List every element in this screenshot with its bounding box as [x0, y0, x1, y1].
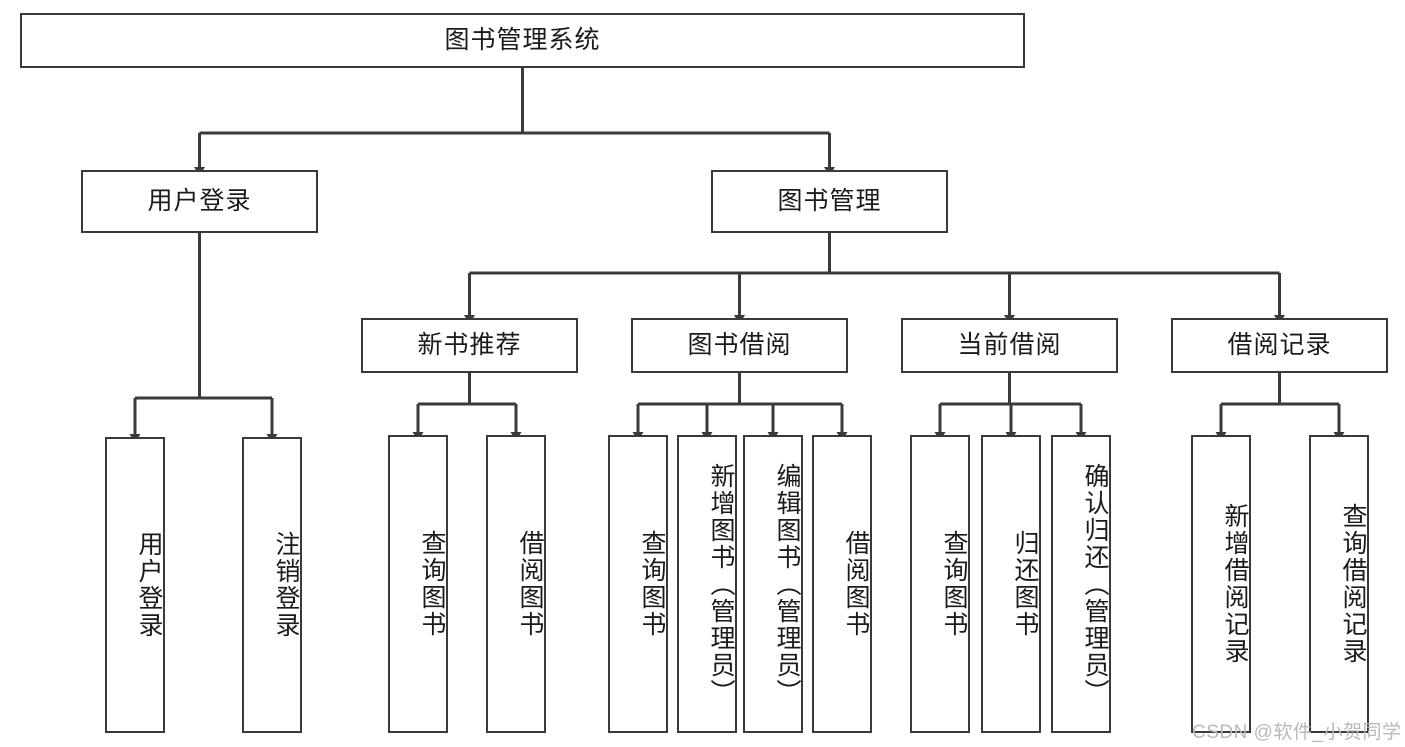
node-label: 查询借阅记录 — [1339, 503, 1367, 665]
node-leaf-add-book[interactable]: 新增图书（管理员） — [677, 435, 737, 733]
node-leaf-query-book-3[interactable]: 查询图书 — [910, 435, 970, 733]
node-current-borrow[interactable]: 当前借阅 — [901, 318, 1118, 373]
node-leaf-borrow-book-1[interactable]: 借阅图书 — [486, 435, 546, 733]
node-label: 图书管理 — [777, 186, 882, 215]
watermark-text: CSDN @软件_小贺同学 — [1192, 722, 1402, 743]
node-label: 图书管理系统 — [444, 25, 601, 54]
node-leaf-edit-book[interactable]: 编辑图书（管理员） — [743, 435, 803, 733]
node-label: 用户登录 — [135, 531, 163, 639]
node-leaf-borrow-book-2[interactable]: 借阅图书 — [812, 435, 872, 733]
node-label: 编辑图书（管理员） — [773, 462, 801, 706]
node-label: 当前借阅 — [957, 330, 1062, 359]
node-label: 查询图书 — [638, 530, 666, 638]
node-label: 借阅记录 — [1227, 330, 1332, 359]
node-label: 查询图书 — [418, 530, 446, 638]
node-new-book-recommend[interactable]: 新书推荐 — [361, 318, 578, 373]
node-label: 新增图书（管理员） — [707, 462, 735, 706]
node-label: 注销登录 — [272, 531, 300, 639]
node-label: 确认归还（管理员） — [1081, 462, 1109, 706]
node-label: 查询图书 — [940, 530, 968, 638]
node-leaf-query-record[interactable]: 查询借阅记录 — [1309, 435, 1369, 733]
node-label: 新增借阅记录 — [1221, 503, 1249, 665]
node-leaf-query-book-1[interactable]: 查询图书 — [388, 435, 448, 733]
node-root[interactable]: 图书管理系统 — [20, 13, 1025, 68]
node-label: 借阅图书 — [516, 530, 544, 638]
node-user-login[interactable]: 用户登录 — [81, 170, 318, 233]
node-leaf-logout[interactable]: 注销登录 — [242, 437, 302, 733]
node-book-borrow[interactable]: 图书借阅 — [631, 318, 848, 373]
node-leaf-confirm-return[interactable]: 确认归还（管理员） — [1051, 435, 1111, 733]
node-leaf-user-login[interactable]: 用户登录 — [105, 437, 165, 733]
node-label: 用户登录 — [147, 186, 252, 215]
node-book-manage[interactable]: 图书管理 — [711, 170, 948, 233]
node-label: 新书推荐 — [417, 330, 522, 359]
node-borrow-record[interactable]: 借阅记录 — [1171, 318, 1388, 373]
node-label: 借阅图书 — [842, 530, 870, 638]
node-leaf-query-book-2[interactable]: 查询图书 — [608, 435, 668, 733]
node-label: 图书借阅 — [687, 330, 792, 359]
node-label: 归还图书 — [1011, 530, 1039, 638]
node-leaf-add-record[interactable]: 新增借阅记录 — [1191, 435, 1251, 733]
node-leaf-return-book[interactable]: 归还图书 — [981, 435, 1041, 733]
